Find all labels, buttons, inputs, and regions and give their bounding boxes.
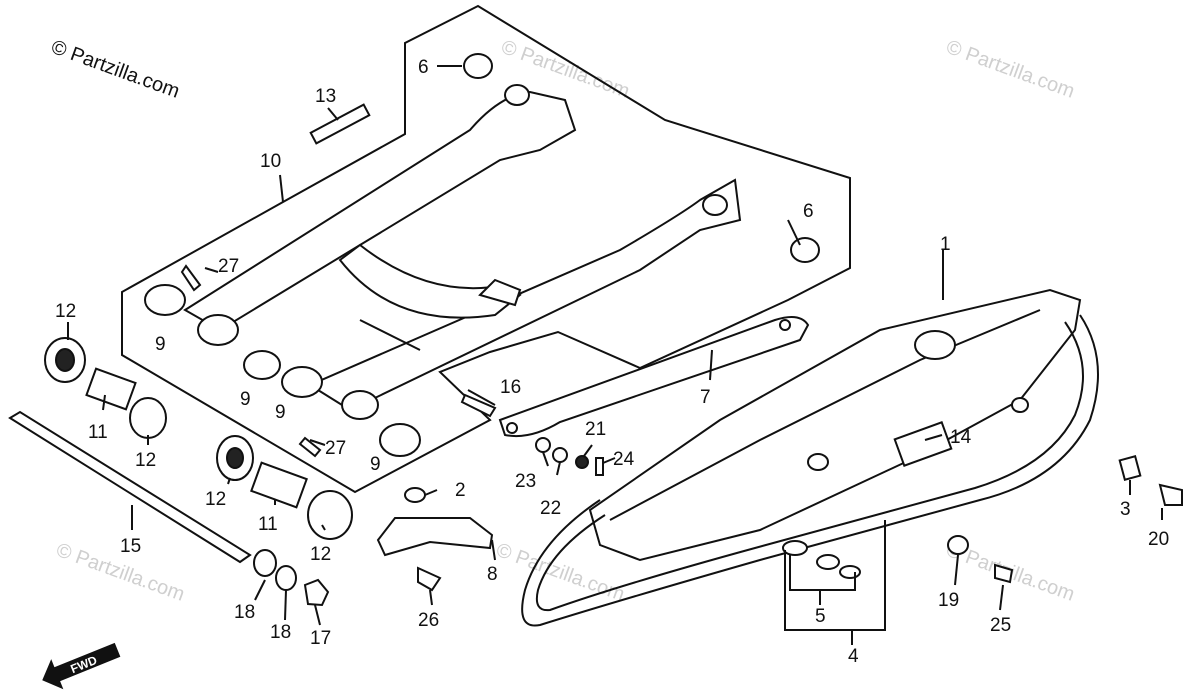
nut-17 xyxy=(303,578,330,607)
drive-chain-inner xyxy=(535,321,1084,612)
callout-20: 20 xyxy=(1148,529,1169,550)
watermark-main: © Partzilla.com xyxy=(48,36,182,103)
callout-12b: 12 xyxy=(135,450,156,471)
callout-22: 22 xyxy=(540,498,561,519)
callout-10: 10 xyxy=(260,151,281,172)
cotter-pin-24 xyxy=(595,457,604,476)
callout-17: 17 xyxy=(310,628,331,649)
chain-case-inner xyxy=(609,309,1041,521)
callout-25: 25 xyxy=(990,615,1011,636)
callout-4: 4 xyxy=(848,646,859,667)
callout-16: 16 xyxy=(500,377,521,398)
watermark-faint-2: © Partzilla.com xyxy=(943,36,1077,103)
callout-18a: 18 xyxy=(234,602,255,623)
callout-7: 7 xyxy=(700,387,711,408)
chain-case-window xyxy=(914,330,956,360)
bushing-6a xyxy=(463,53,493,79)
callout-26: 26 xyxy=(418,610,439,631)
fwd-arrow: FWD xyxy=(42,642,121,690)
grease-fitting-27a xyxy=(180,264,202,292)
callout-24: 24 xyxy=(613,449,635,470)
cap-2 xyxy=(404,487,426,503)
callouts: 1 2 3 4 5 6 6 7 8 9 9 9 9 10 11 11 12 12… xyxy=(55,57,1169,667)
callout-13: 13 xyxy=(315,86,336,107)
collars xyxy=(144,284,421,457)
grease-fitting-27b xyxy=(298,436,322,458)
leader-lines xyxy=(67,65,1163,645)
callout-15: 15 xyxy=(120,536,141,557)
callout-1: 1 xyxy=(940,234,951,255)
washer-18b xyxy=(275,565,297,591)
dust-seals xyxy=(44,337,353,540)
swingarm-assembly-outline xyxy=(121,4,851,494)
callout-9a: 9 xyxy=(155,334,166,355)
callout-9c: 9 xyxy=(275,402,286,423)
washer-19 xyxy=(947,535,969,555)
collar-3 xyxy=(1118,455,1142,481)
pin-16 xyxy=(460,393,497,418)
chain-case-mount xyxy=(807,453,829,471)
callout-23: 23 xyxy=(515,471,536,492)
callout-12d: 12 xyxy=(310,544,331,565)
watermark-faint-4: © Partzilla.com xyxy=(493,539,627,606)
callout-27b: 27 xyxy=(325,438,346,459)
callout-5: 5 xyxy=(815,606,826,627)
callout-12c: 12 xyxy=(205,489,226,510)
pivot-shaft xyxy=(8,410,252,564)
callout-21: 21 xyxy=(585,419,606,440)
washer-18a xyxy=(253,549,277,577)
bolt-20 xyxy=(1158,483,1183,506)
fwd-label: FWD xyxy=(68,653,99,676)
chain-case-mount-2 xyxy=(1011,397,1029,413)
chain-case-label-14 xyxy=(893,421,953,467)
callout-8: 8 xyxy=(487,564,498,585)
callout-12a: 12 xyxy=(55,301,76,322)
chain-case xyxy=(588,288,1082,562)
callout-11a: 11 xyxy=(88,422,108,443)
callout-6b: 6 xyxy=(803,201,814,222)
nut-21 xyxy=(575,455,589,469)
washer-22 xyxy=(552,447,568,463)
bolt-25 xyxy=(994,563,1014,584)
callout-9b: 9 xyxy=(240,389,251,410)
arrow-icon xyxy=(42,642,121,690)
plate-13 xyxy=(309,103,371,145)
callout-14: 14 xyxy=(950,427,972,448)
chain-link-plate-2 xyxy=(816,554,840,570)
chain-link-plate-1 xyxy=(782,540,808,556)
chain-link-plate-3 xyxy=(839,565,861,579)
bushing-11a xyxy=(85,367,137,411)
callout-27a: 27 xyxy=(218,256,239,277)
bushing-11b xyxy=(250,461,308,509)
callout-11b: 11 xyxy=(258,514,278,535)
washer-23 xyxy=(535,437,551,453)
swingarm xyxy=(183,84,742,412)
callout-6a: 6 xyxy=(418,57,429,78)
callout-2: 2 xyxy=(455,480,466,501)
torque-link xyxy=(498,315,810,438)
bolt-26 xyxy=(417,566,442,592)
drive-chain xyxy=(521,314,1099,627)
callout-9d: 9 xyxy=(370,454,381,475)
chain-slider xyxy=(376,517,494,557)
callout-3: 3 xyxy=(1120,499,1131,520)
bushing-6b xyxy=(790,237,820,263)
callout-18b: 18 xyxy=(270,622,291,643)
callout-19: 19 xyxy=(938,590,959,611)
